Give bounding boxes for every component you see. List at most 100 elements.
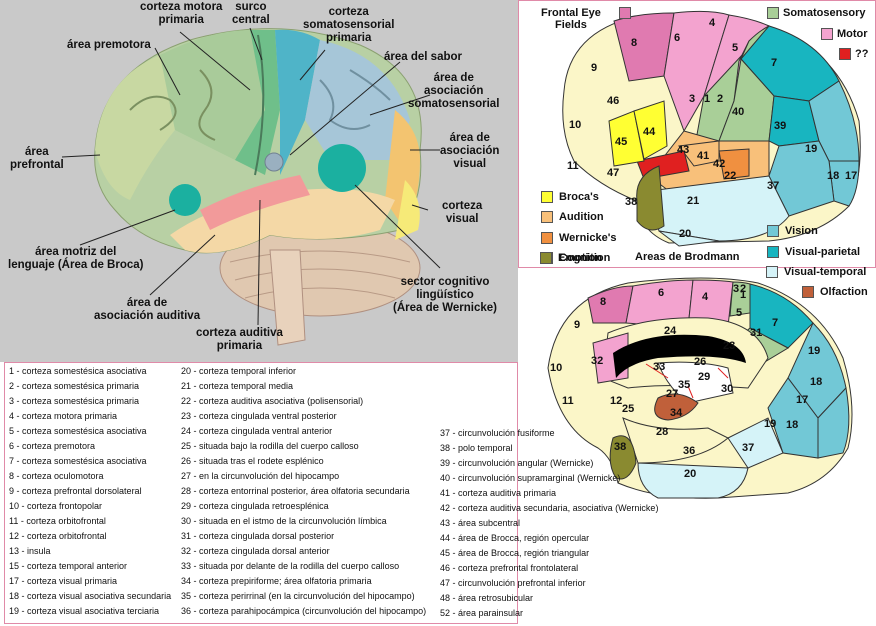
brodmann-medial-num: 4 (702, 291, 709, 303)
brodmann-lateral-num: 39 (774, 120, 786, 132)
brodmann-medial-num: 2 (740, 283, 746, 295)
brodmann-list-item: 8 - corteza oculomotora (9, 471, 104, 481)
legend-visual-parietal-swatch (767, 246, 779, 258)
legend-frontal-eye-fields-swatch (619, 7, 631, 19)
brodmann-medial-num: 6 (658, 287, 664, 299)
brodmann-list-item: 48 - área retrosubicular (440, 593, 534, 603)
brodmann-medial-num: 20 (684, 468, 696, 480)
brodmann-list-item: 52 - área parainsular (440, 608, 524, 618)
legend-cognition-label: Cognition (559, 252, 611, 264)
brodmann-list-item: 24 - corteza cingulada ventral anterior (181, 426, 333, 436)
brodmann-medial-num: 32 (591, 355, 603, 367)
brodmann-lateral-num: 1 (704, 93, 710, 105)
brodmann-medial-num: 3 (733, 283, 739, 295)
brodmann-list-item: 44 - área de Brocca, región opercular (440, 533, 590, 543)
brodmann-medial-num: 28 (656, 426, 668, 438)
brodmann-list-item: 17 - corteza visual primaria (9, 576, 118, 586)
legend-wernicke-swatch (541, 232, 553, 244)
brodmann-lateral-num: 40 (732, 106, 744, 118)
brodmann-medial-num: 18 (786, 419, 798, 431)
brodmann-lateral-num: 11 (567, 160, 579, 172)
brodmann-lateral-num: 18 (827, 170, 839, 182)
brodmann-medial-num: 38 (614, 441, 626, 453)
brodmann-list-item: 41 - corteza auditiva primaria (440, 488, 557, 498)
brodmann-medial-num: 18 (810, 376, 822, 388)
brodmann-lateral-panel: 8 6 4 5 7 9 46 10 44 45 11 47 3 1 2 40 3… (518, 0, 876, 268)
brodmann-list-item: 18 - corteza visual asociativa secundari… (9, 591, 172, 601)
label-premotor-area: área premotora (67, 39, 151, 51)
brodmann-lateral-num: 19 (805, 143, 817, 155)
brodmann-lateral-num: 22 (724, 170, 736, 182)
brodmann-medial-num: 36 (683, 445, 695, 457)
brodmann-medial-num: 10 (550, 362, 562, 374)
legend-visual-parietal-label: Visual-parietal (785, 246, 860, 258)
brodmann-lateral-num: 21 (687, 195, 699, 207)
brodmann-medial-num: 31 (750, 327, 762, 339)
brodmann-list-item: 28 - corteza entorrinal posterior, área … (181, 486, 410, 496)
legend-wernicke-label: Wernicke's (559, 232, 617, 244)
brodmann-list-item: 7 - corteza somestésica asociativa (9, 456, 147, 466)
brodmann-lateral-num: 45 (615, 136, 627, 148)
legend-motor-label: Motor (837, 28, 868, 40)
brodmann-medial-num: 9 (574, 319, 580, 331)
legend-unknown-label: ?? (855, 48, 869, 60)
brodmann-title: Areas de Brodmann (635, 251, 740, 263)
legend-visual-temporal-label: Visual-temporal (784, 266, 867, 278)
brodmann-medial-num: 37 (742, 442, 754, 454)
legend-visual-temporal-swatch (766, 266, 778, 278)
brodmann-list-item: 12 - corteza orbitofrontal (9, 531, 107, 541)
brodmann-lateral-num: 3 (689, 93, 695, 105)
brodmann-medial-num: 25 (622, 403, 634, 415)
legend-motor-swatch (821, 28, 833, 40)
brodmann-medial-num: 24 (664, 325, 677, 337)
brodmann-list-item: 4 - corteza motora primaria (9, 411, 118, 421)
brodmann-list-item: 46 - corteza prefrontal frontolateral (440, 563, 579, 573)
brodmann-list-item: 3 - corteza somestésica primaria (9, 396, 140, 406)
brodmann-medial-num: 29 (698, 371, 710, 383)
brodmann-lateral-num: 46 (607, 95, 619, 107)
brodmann-list-item: 9 - corteza prefrontal dorsolateral (9, 486, 142, 496)
brodmann-lateral-num: 7 (771, 57, 777, 69)
brodmann-list-item: 40 - circunvolución supramarginal (Werni… (440, 473, 621, 483)
brodmann-lateral-num: 8 (631, 37, 637, 49)
legend-olfaction-label: Olfaction (820, 286, 868, 298)
brodmann-lateral-num: 17 (845, 170, 857, 182)
brodmann-lateral-num: 2 (717, 93, 723, 105)
brodmann-lateral-num: 43 (677, 144, 689, 156)
brodmann-list-item: 2 - corteza somestésica primaria (9, 381, 140, 391)
brodmann-lateral-num: 41 (697, 150, 709, 162)
legend-unknown-swatch (839, 48, 851, 60)
brodmann-lateral-map: 8 6 4 5 7 9 46 10 44 45 11 47 3 1 2 40 3… (562, 10, 861, 247)
brodmann-list-item: 30 - situada en el istmo de la circunvol… (181, 516, 387, 526)
brodmann-lateral-num: 9 (591, 62, 597, 74)
legend-vision-swatch (767, 225, 779, 237)
label-taste-area: área del sabor (384, 51, 462, 63)
brodmann-lateral-num: 44 (643, 126, 656, 138)
brodmann-list-item: 31 - corteza cingulada dorsal posterior (181, 531, 335, 541)
legend-emotion-swatch (540, 252, 552, 264)
brodmann-lateral-num: 10 (569, 119, 581, 131)
brodmann-medial-num: 27 (666, 388, 678, 400)
brodmann-list-item: 43 - área subcentral (440, 518, 521, 528)
brodmann-medial-num: 33 (653, 361, 665, 373)
brodmann-lateral-num: 5 (732, 42, 738, 54)
brodmann-lateral-num: 6 (674, 32, 680, 44)
legend-audition-label: Audition (559, 211, 604, 223)
brodmann-medial-num: 11 (562, 395, 574, 407)
brodmann-medial-num: 12 (610, 395, 622, 407)
brodmann-list-item: 38 - polo temporal (440, 443, 513, 453)
brodmann-medial-num: 30 (721, 383, 733, 395)
brodmann-medial-num: 23 (723, 340, 735, 352)
brodmann-list-item: 33 - situada por delante de la rodilla d… (181, 561, 400, 571)
legend-emotion-label: Emotion (558, 252, 602, 264)
legend-vision-label: Vision (785, 225, 818, 237)
brodmann-medial-num: 5 (736, 307, 742, 319)
brodmann-list-item: 15 - corteza temporal anterior (9, 561, 128, 571)
